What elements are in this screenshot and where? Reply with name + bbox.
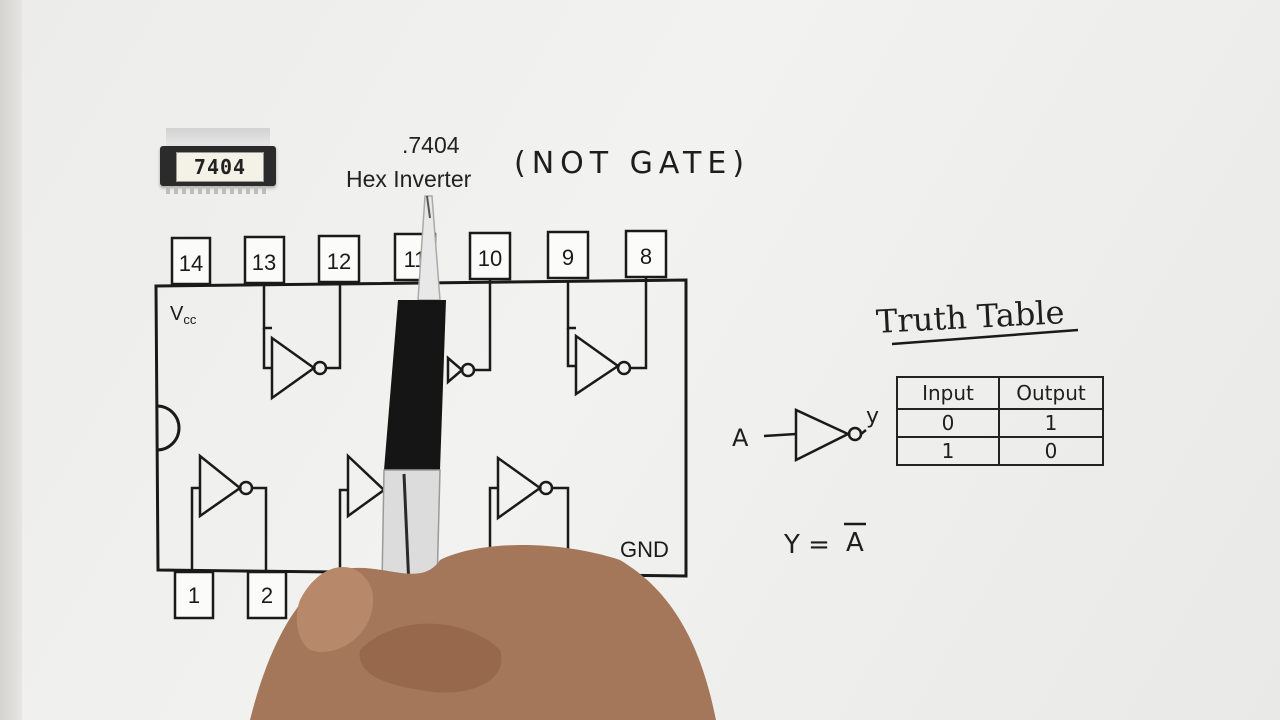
- header-output: Output: [998, 376, 1104, 410]
- table-row: 0 1: [896, 408, 1104, 438]
- ic-chip-photo: 7404: [160, 128, 276, 196]
- inverter-bottom-1: [190, 453, 268, 570]
- pin-label-2: 2: [261, 583, 273, 608]
- gnd-label: GND: [620, 537, 669, 562]
- equation-rhs: A: [846, 528, 864, 558]
- equation-lhs: Y =: [784, 530, 830, 560]
- pin1-notch: [156, 404, 181, 452]
- chip-marking: 7404: [176, 152, 264, 182]
- pin-label-10: 10: [478, 246, 502, 271]
- header-input: Input: [896, 376, 1000, 410]
- ic-package-outline: [154, 278, 688, 578]
- gate-output-label: y: [866, 404, 880, 429]
- cell-output: 0: [998, 436, 1104, 466]
- inverter-top-3: [566, 278, 648, 397]
- pin-box-1: [173, 570, 215, 620]
- inverter-top-1: [262, 282, 342, 401]
- pin-label-9: 9: [562, 245, 574, 270]
- gate-input-label: A: [732, 424, 749, 452]
- pin-box-13: [243, 235, 286, 285]
- table-row: 1 0: [896, 436, 1104, 466]
- inverter-bottom-3: [488, 455, 570, 560]
- cell-input: 0: [896, 408, 1000, 438]
- inverter-top-2: [446, 280, 492, 385]
- pin-box-2: [246, 570, 288, 620]
- cell-input: 1: [896, 436, 1000, 466]
- pin-label-13: 13: [252, 250, 276, 275]
- truth-table-underline: [891, 328, 1079, 346]
- pin-label-1: 1: [188, 583, 200, 608]
- cell-output: 1: [998, 408, 1104, 438]
- not-gate-symbol: [763, 408, 867, 463]
- pin-label-8: 8: [640, 244, 652, 269]
- ic-description: Hex Inverter: [346, 166, 472, 192]
- pin-box-9: [546, 230, 590, 280]
- chip-legs: [166, 186, 270, 194]
- pin-box-14: [170, 236, 212, 286]
- pin-box-8: [624, 229, 668, 279]
- truth-table-header-row: Input Output: [896, 376, 1104, 410]
- not-gate-note: (NOT GATE): [514, 146, 751, 181]
- pin-label-12: 12: [327, 249, 351, 274]
- chip-top-shadow: [166, 128, 270, 146]
- pin-box-10: [468, 231, 512, 281]
- vcc-label: Vcc: [170, 303, 197, 327]
- inverter-bottom-2: [338, 453, 386, 570]
- chip-body: 7404: [160, 146, 276, 186]
- paper-edge: [0, 0, 22, 720]
- truth-table: Input Output 0 1 1 0: [896, 376, 1104, 466]
- hand: [250, 545, 716, 720]
- part-number: .7404: [402, 132, 460, 158]
- pin-label-14: 14: [179, 251, 203, 276]
